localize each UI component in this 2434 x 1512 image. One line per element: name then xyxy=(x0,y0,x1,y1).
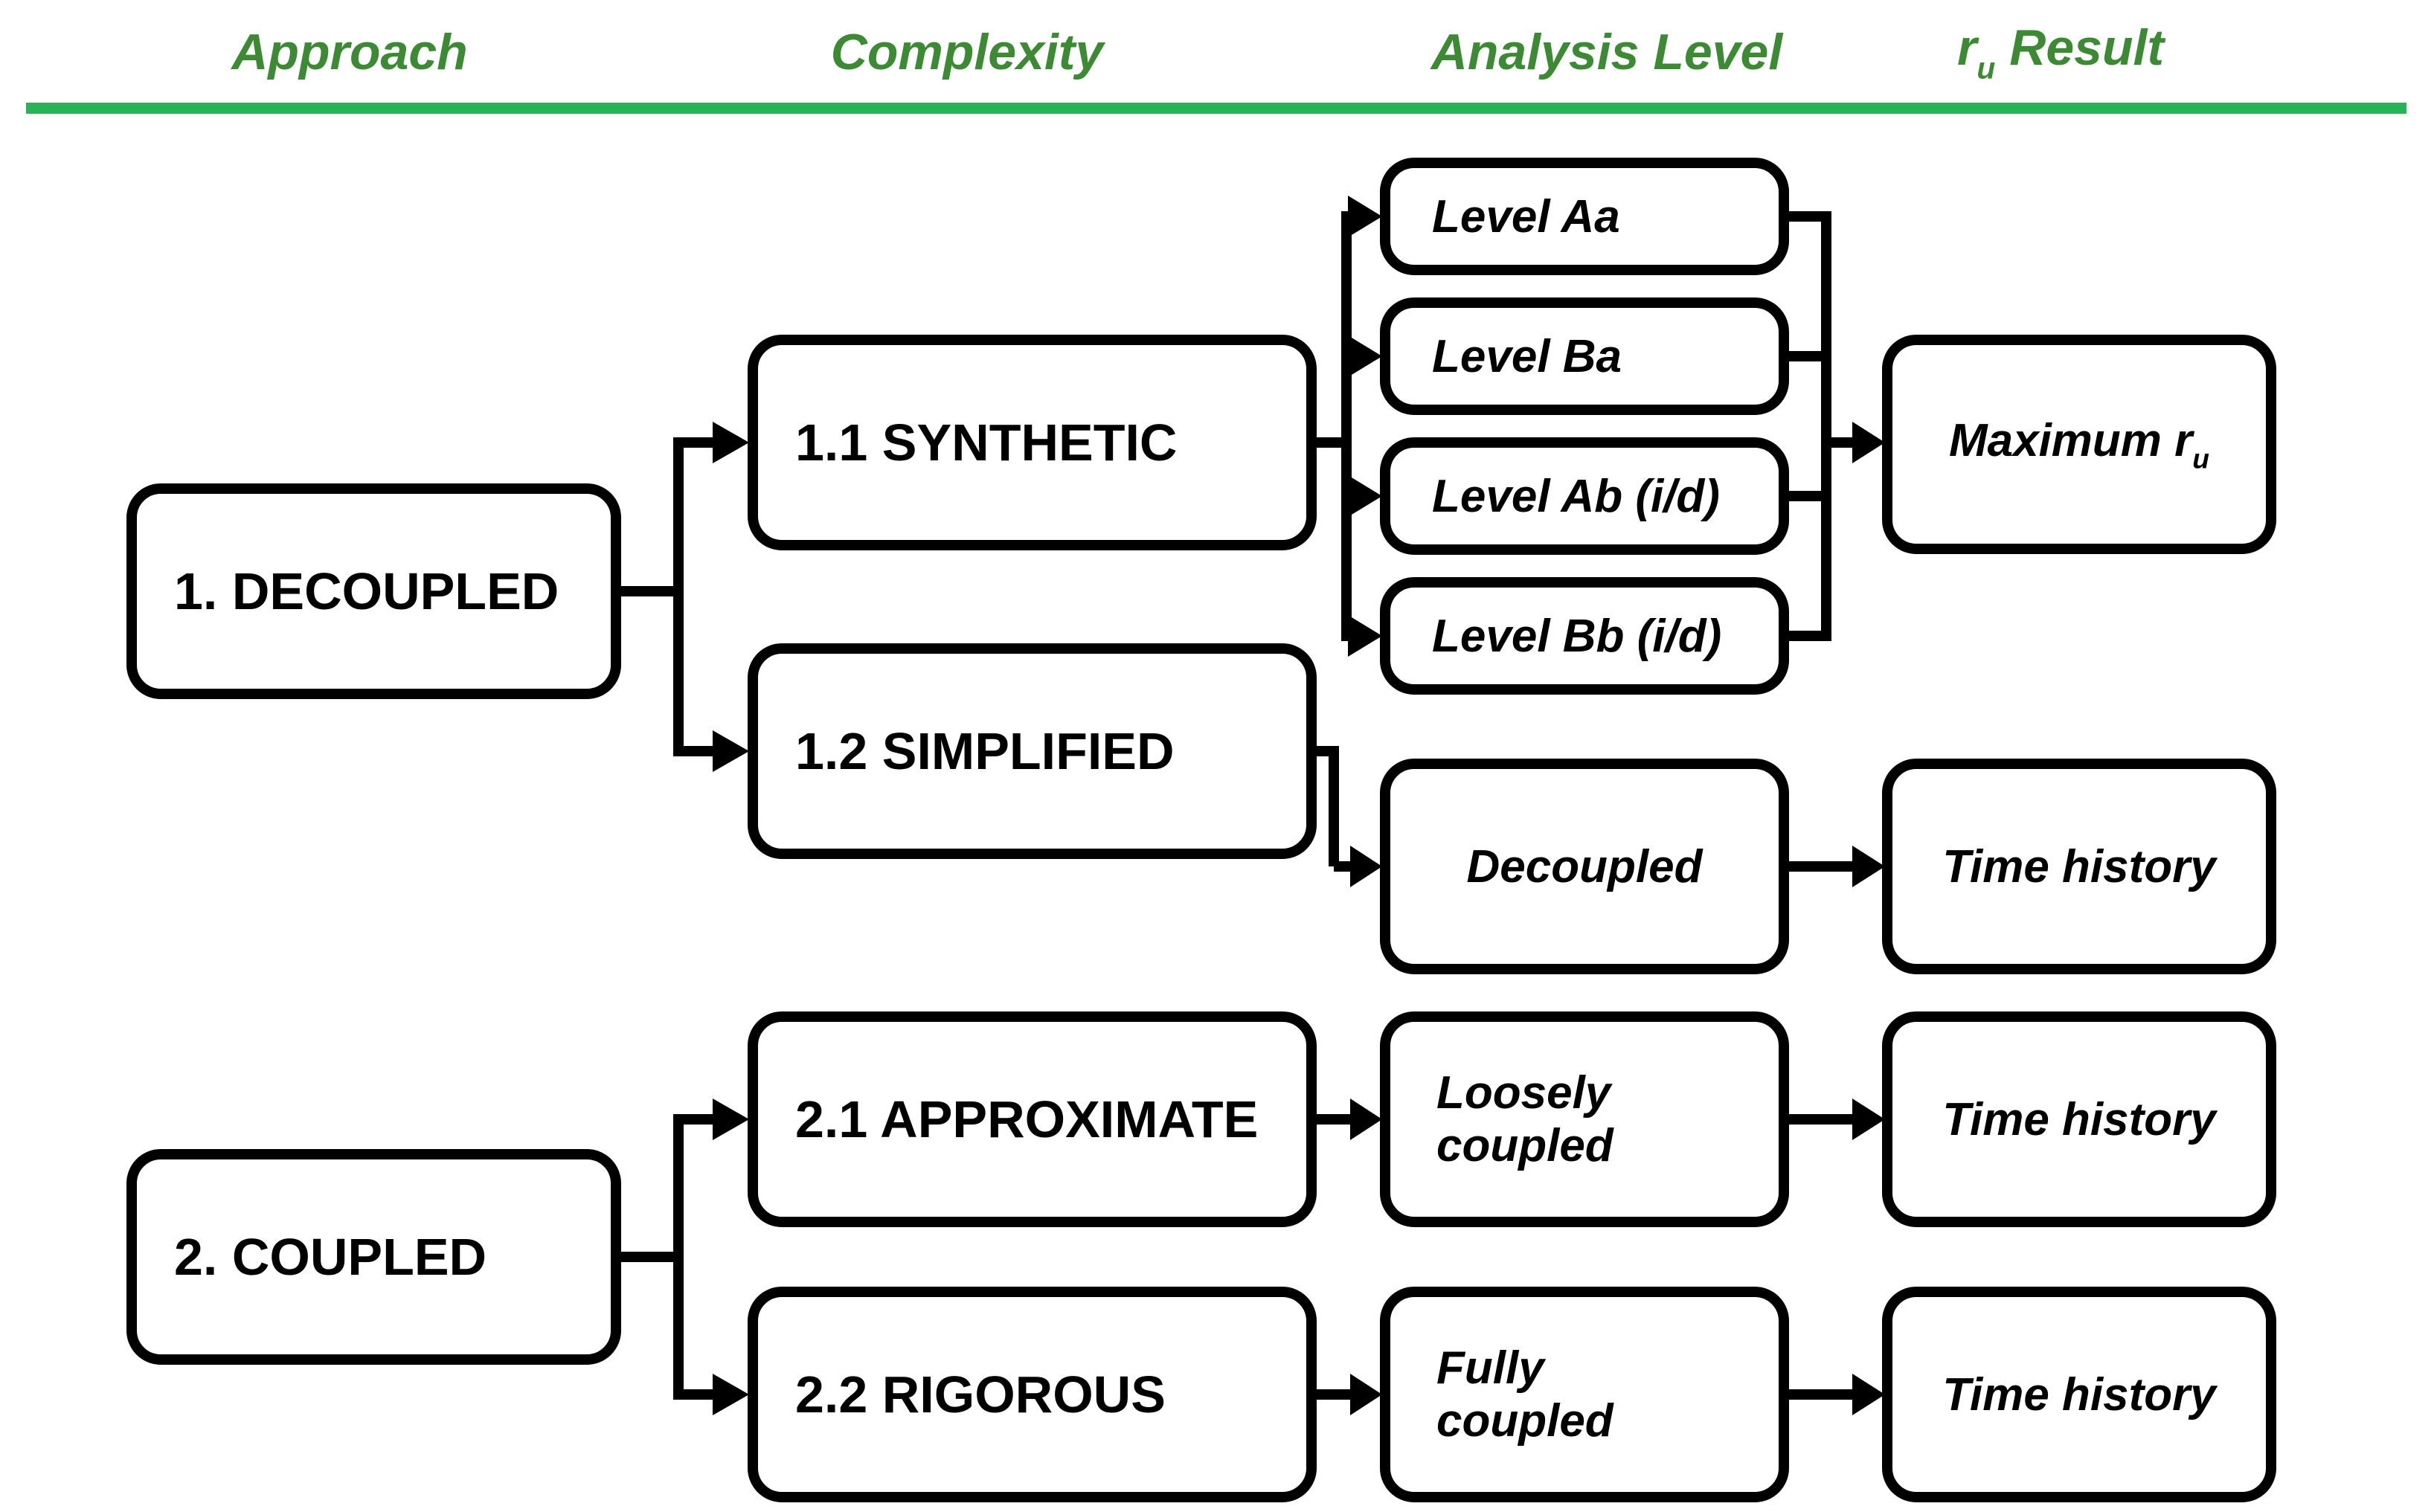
header-label: ru Result xyxy=(1957,19,2164,86)
box-level-aa: Level Aa xyxy=(1380,158,1789,275)
box-decoupled-approach: 1. DECOUPLED xyxy=(126,483,621,699)
header-divider xyxy=(26,103,2406,114)
box-label-line2: coupled xyxy=(1436,1395,1613,1447)
box-level-ab: Level Ab (i/d) xyxy=(1380,437,1789,555)
box-approximate: 2.1 APPROXIMATE xyxy=(748,1011,1317,1227)
box-label: Level Bb (i/d) xyxy=(1432,610,1722,662)
box-label: Maximum ru xyxy=(1949,414,2209,475)
connector-loosely-to-time-history xyxy=(1789,1098,1885,1140)
box-time-history-decoupled: Time history xyxy=(1882,759,2276,974)
box-label: 2. COUPLED xyxy=(174,1228,487,1286)
box-simplified: 1.2 SIMPLIFIED xyxy=(748,643,1317,859)
box-level-ba: Level Ba xyxy=(1380,297,1789,415)
result-word: Result xyxy=(1995,19,2165,76)
connector-decoupled-to-time-history xyxy=(1789,846,1885,887)
ru-subscript: u xyxy=(2192,443,2210,474)
box-fully-coupled: Fully coupled xyxy=(1380,1287,1789,1502)
connector-levels-collector xyxy=(1789,211,1885,641)
ru-symbol: r xyxy=(1956,19,1977,76)
column-header-ru-result: ru Result xyxy=(1867,13,2254,91)
box-label-line1: Fully xyxy=(1436,1342,1544,1394)
box-label: Decoupled xyxy=(1466,840,1703,892)
box-label-line2: coupled xyxy=(1436,1120,1613,1171)
box-label: Time history xyxy=(1942,840,2216,892)
box-decoupled-analysis: Decoupled xyxy=(1380,759,1789,974)
header-label: Analysis Level xyxy=(1430,24,1783,80)
box-label: Level Ab (i/d) xyxy=(1432,470,1720,522)
box-label: 2.1 APPROXIMATE xyxy=(795,1090,1259,1148)
connector-coupled-branch xyxy=(621,1098,749,1415)
box-coupled-approach: 2. COUPLED xyxy=(126,1149,621,1365)
box-time-history-fully: Time history xyxy=(1882,1287,2276,1502)
box-label: 2.2 RIGOROUS xyxy=(795,1365,1166,1423)
box-maximum-ru: Maximum ru xyxy=(1882,335,2276,554)
box-label: 1.2 SIMPLIFIED xyxy=(795,722,1175,780)
box-label: Level Aa xyxy=(1432,190,1620,242)
box-label: 1.1 SYNTHETIC xyxy=(795,414,1178,472)
box-rigorous: 2.2 RIGOROUS xyxy=(748,1287,1317,1502)
header-label: Complexity xyxy=(830,24,1104,80)
connector-approximate-to-loosely xyxy=(1317,1098,1382,1140)
box-time-history-loosely: Time history xyxy=(1882,1011,2276,1227)
box-label: Level Ba xyxy=(1432,330,1622,382)
connector-synthetic-fanout xyxy=(1317,196,1382,657)
box-synthetic: 1.1 SYNTHETIC xyxy=(748,335,1317,550)
box-loosely-coupled: Loosely coupled xyxy=(1380,1011,1789,1227)
connector-decoupled-branch xyxy=(621,422,749,772)
box-label-line1: Loosely xyxy=(1436,1067,1611,1119)
connector-fully-to-time-history xyxy=(1789,1374,1885,1415)
column-header-complexity: Complexity xyxy=(744,13,1190,91)
box-level-bb: Level Bb (i/d) xyxy=(1380,577,1789,695)
connector-simplified-to-decoupled xyxy=(1317,746,1382,887)
box-label: 1. DECOUPLED xyxy=(174,562,559,620)
ru-subscript: u xyxy=(1977,51,1996,86)
connector-rigorous-to-fully xyxy=(1317,1374,1382,1415)
maximum-r-text: Maximum r xyxy=(1948,414,2193,466)
box-label: Time history xyxy=(1942,1368,2216,1421)
column-header-analysis-level: Analysis Level xyxy=(1384,13,1830,91)
header-label: Approach xyxy=(231,24,468,80)
column-header-approach: Approach xyxy=(126,13,573,91)
box-label: Time history xyxy=(1942,1093,2216,1145)
